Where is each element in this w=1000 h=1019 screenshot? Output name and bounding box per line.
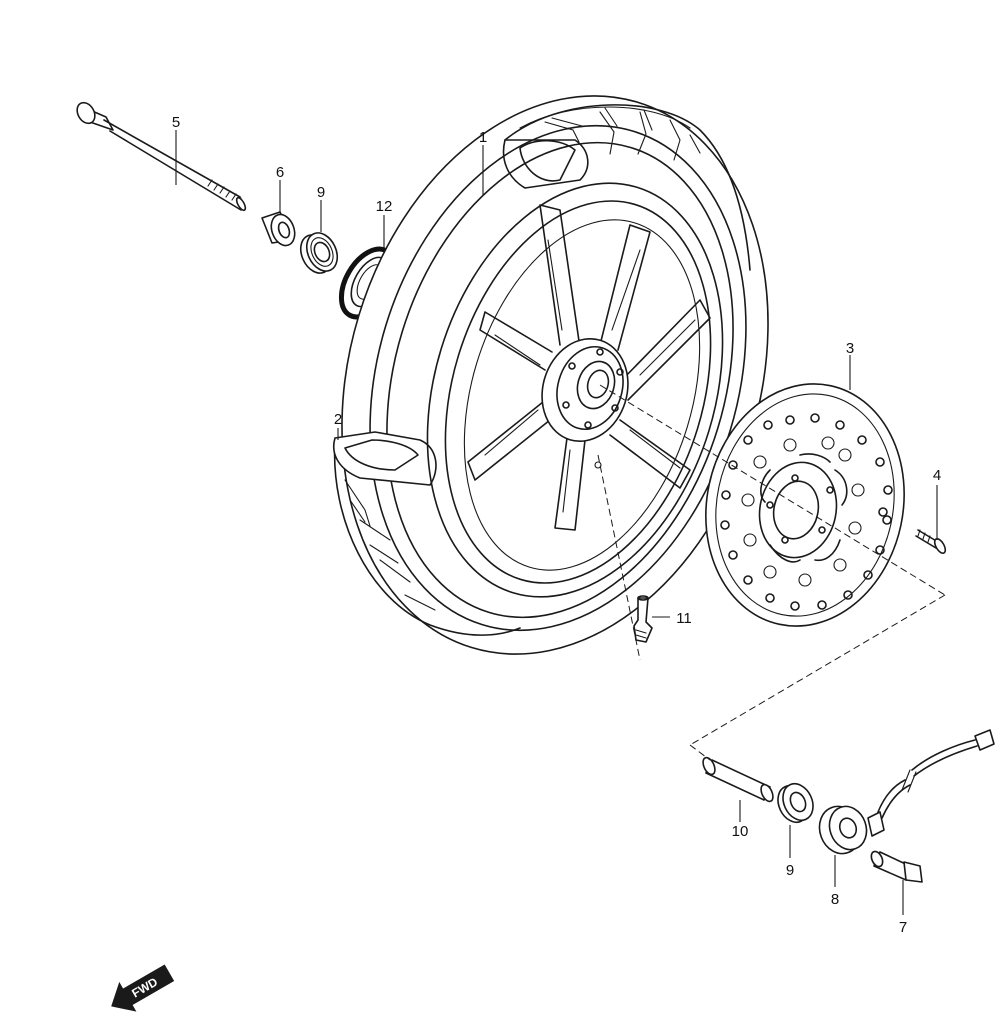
axle[interactable]: [74, 99, 248, 212]
callout-wheel: 2: [334, 411, 342, 428]
speed-sensor[interactable]: [813, 729, 995, 859]
fwd-arrow: FWD: [111, 964, 175, 1012]
callout-collar: 6: [276, 164, 284, 181]
collar[interactable]: [261, 211, 299, 249]
callout-valve: 11: [676, 610, 692, 627]
callouts: 1 2 3 4 5 6 7 8 9 9 10 11 12: [172, 114, 941, 936]
leader-lines: [175, 130, 938, 915]
callout-axle-nut: 7: [899, 919, 907, 936]
callout-speed-sensor: 8: [831, 891, 839, 908]
callout-dust-seal: 12: [376, 198, 393, 215]
spacer[interactable]: [701, 756, 776, 804]
callout-bearing-left: 9: [317, 184, 325, 201]
callout-brake-disc: 3: [846, 340, 854, 357]
callout-axle: 5: [172, 114, 180, 131]
axle-nut[interactable]: [869, 850, 923, 883]
bearing-left[interactable]: [295, 228, 343, 278]
valve[interactable]: [633, 595, 653, 643]
brake-disc[interactable]: [684, 365, 926, 644]
bearing-right[interactable]: [772, 779, 818, 827]
callout-tire: 1: [479, 129, 487, 146]
callout-disc-bolt: 4: [933, 467, 941, 484]
assembly-lines: [597, 384, 946, 761]
wheel[interactable]: [379, 146, 771, 633]
disc-bolt[interactable]: [915, 529, 947, 555]
callout-spacer: 10: [732, 823, 749, 840]
callout-bearing-right: 9: [786, 862, 794, 879]
